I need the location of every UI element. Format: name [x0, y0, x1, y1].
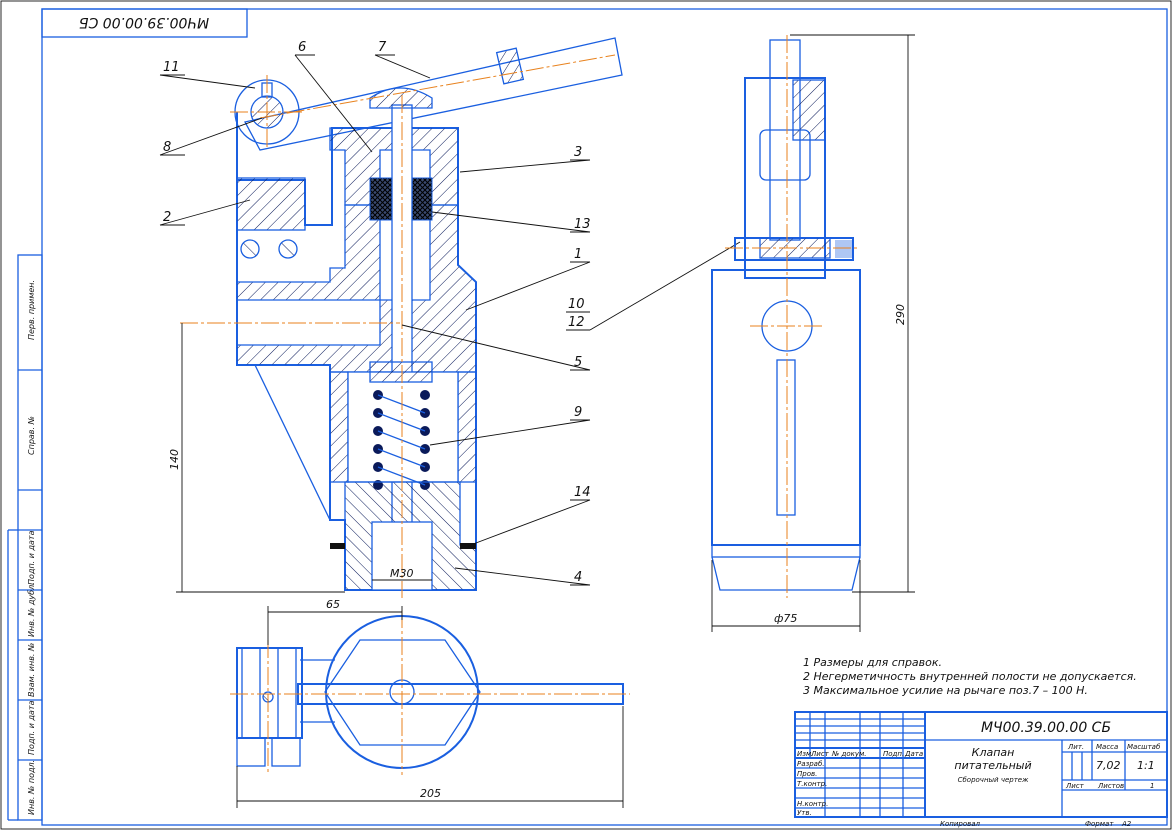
side-stamp-0: Перв. примен. — [27, 280, 36, 340]
cam — [369, 87, 433, 109]
leader-12: 12 — [568, 315, 585, 330]
dim-205: 205 — [420, 787, 441, 800]
tb-name-2: питательный — [954, 759, 1031, 772]
dim-140: 140 — [168, 449, 181, 470]
side-stamp-1: Справ. № — [27, 416, 36, 455]
tb-col-date: Дата — [904, 750, 923, 758]
leader-14: 14 — [574, 485, 591, 500]
leader-13: 13 — [574, 217, 591, 232]
tb-col-list: Лист — [810, 750, 830, 758]
tb-col-doc: № докум. — [831, 750, 867, 758]
note-2: 2 Негерметичность внутренней полости не … — [803, 670, 1137, 683]
leader-11: 11 — [163, 60, 180, 75]
note-3: 3 Максимальное усилие на рычаге поз.7 – … — [803, 684, 1088, 697]
tb-col-sign: Подп. — [883, 750, 904, 758]
inner-frame — [41, 8, 1168, 826]
cap-nut-3 — [329, 127, 459, 206]
dim-75: ф75 — [774, 612, 797, 625]
front-view — [180, 37, 623, 598]
side-view — [711, 35, 861, 598]
notes: 1 Размеры для справок. 2 Негерметичность… — [803, 656, 1137, 697]
leader-4: 4 — [574, 570, 582, 585]
tb-scale: Масштаб — [1127, 743, 1161, 751]
tb-format: Формат — [1085, 820, 1114, 828]
side-stamp-5: Подп. и дата — [27, 700, 36, 755]
bracket-2 — [236, 177, 306, 231]
tb-col-izm: Изм. — [797, 750, 813, 758]
tb-row-utv: Утв. — [797, 809, 812, 817]
leader-3: 3 — [574, 145, 582, 160]
tb-mass: Масса — [1096, 743, 1118, 751]
title-block: Изм. Лист № докум. Подп. Дата Разраб. Пр… — [794, 711, 1168, 828]
tb-row-prov: Пров. — [797, 770, 817, 778]
spring-9 — [373, 390, 430, 490]
dim-290: 290 — [894, 304, 907, 325]
leader-2: 2 — [163, 210, 171, 225]
tb-row-razrab: Разраб. — [797, 760, 825, 768]
front-dimensions: 140 М30 — [168, 323, 432, 593]
tb-mass-value: 7,02 — [1096, 759, 1121, 772]
dim-65: 65 — [326, 598, 340, 611]
side-stamp-6: Инв. № подл. — [27, 760, 36, 815]
top-dimensions: 65 205 — [236, 598, 624, 808]
tb-copied: Копировал — [940, 820, 981, 828]
leader-6: 6 — [298, 40, 306, 55]
tb-name-3: Сборочный чертеж — [958, 776, 1029, 784]
leader-5: 5 — [574, 355, 582, 370]
side-upper — [744, 77, 826, 279]
tb-lit: Лит. — [1067, 743, 1084, 751]
note-1: 1 Размеры для справок. — [803, 656, 942, 669]
tb-name-1: Клапан — [972, 746, 1015, 759]
leader-9: 9 — [574, 405, 582, 420]
side-stamp-4: Взам. инв. № — [27, 643, 36, 697]
side-body — [711, 269, 861, 546]
tb-designation: МЧ00.39.00.00 СБ — [981, 720, 1111, 736]
side-stamp-3: Инв. № дубл. — [27, 582, 36, 637]
tb-sheets: Листов — [1097, 782, 1124, 790]
leader-7: 7 — [378, 40, 387, 55]
side-stamp: Перв. примен. Справ. № Подп. и дата Инв.… — [7, 254, 43, 821]
side-dimensions: 290 ф75 — [711, 34, 915, 632]
tb-sheet: Лист — [1065, 782, 1085, 790]
tb-scale-value: 1:1 — [1137, 759, 1155, 772]
tb-row-tkontr: Т.контр. — [797, 780, 827, 788]
tb-sheets-value: 1 — [1150, 782, 1154, 790]
lever-7 — [244, 37, 623, 151]
top-stamp: МЧ00.39.00.00 СБ — [41, 8, 248, 38]
body-1 — [236, 204, 477, 373]
side-stamp-2: Подп. и дата — [27, 530, 36, 585]
tb-row-nkontr: Н.контр. — [797, 800, 828, 808]
leader-8: 8 — [163, 140, 171, 155]
dim-m30: М30 — [390, 567, 414, 580]
leaders: 11 7 6 8 3 2 13 1 10 12 5 9 14 4 — [159, 40, 741, 586]
leader-1: 1 — [574, 247, 582, 262]
leader-10: 10 — [568, 297, 585, 312]
top-view — [230, 610, 630, 775]
tb-format-value: А2 — [1121, 820, 1132, 828]
top-stamp-text: МЧ00.39.00.00 СБ — [79, 14, 209, 30]
